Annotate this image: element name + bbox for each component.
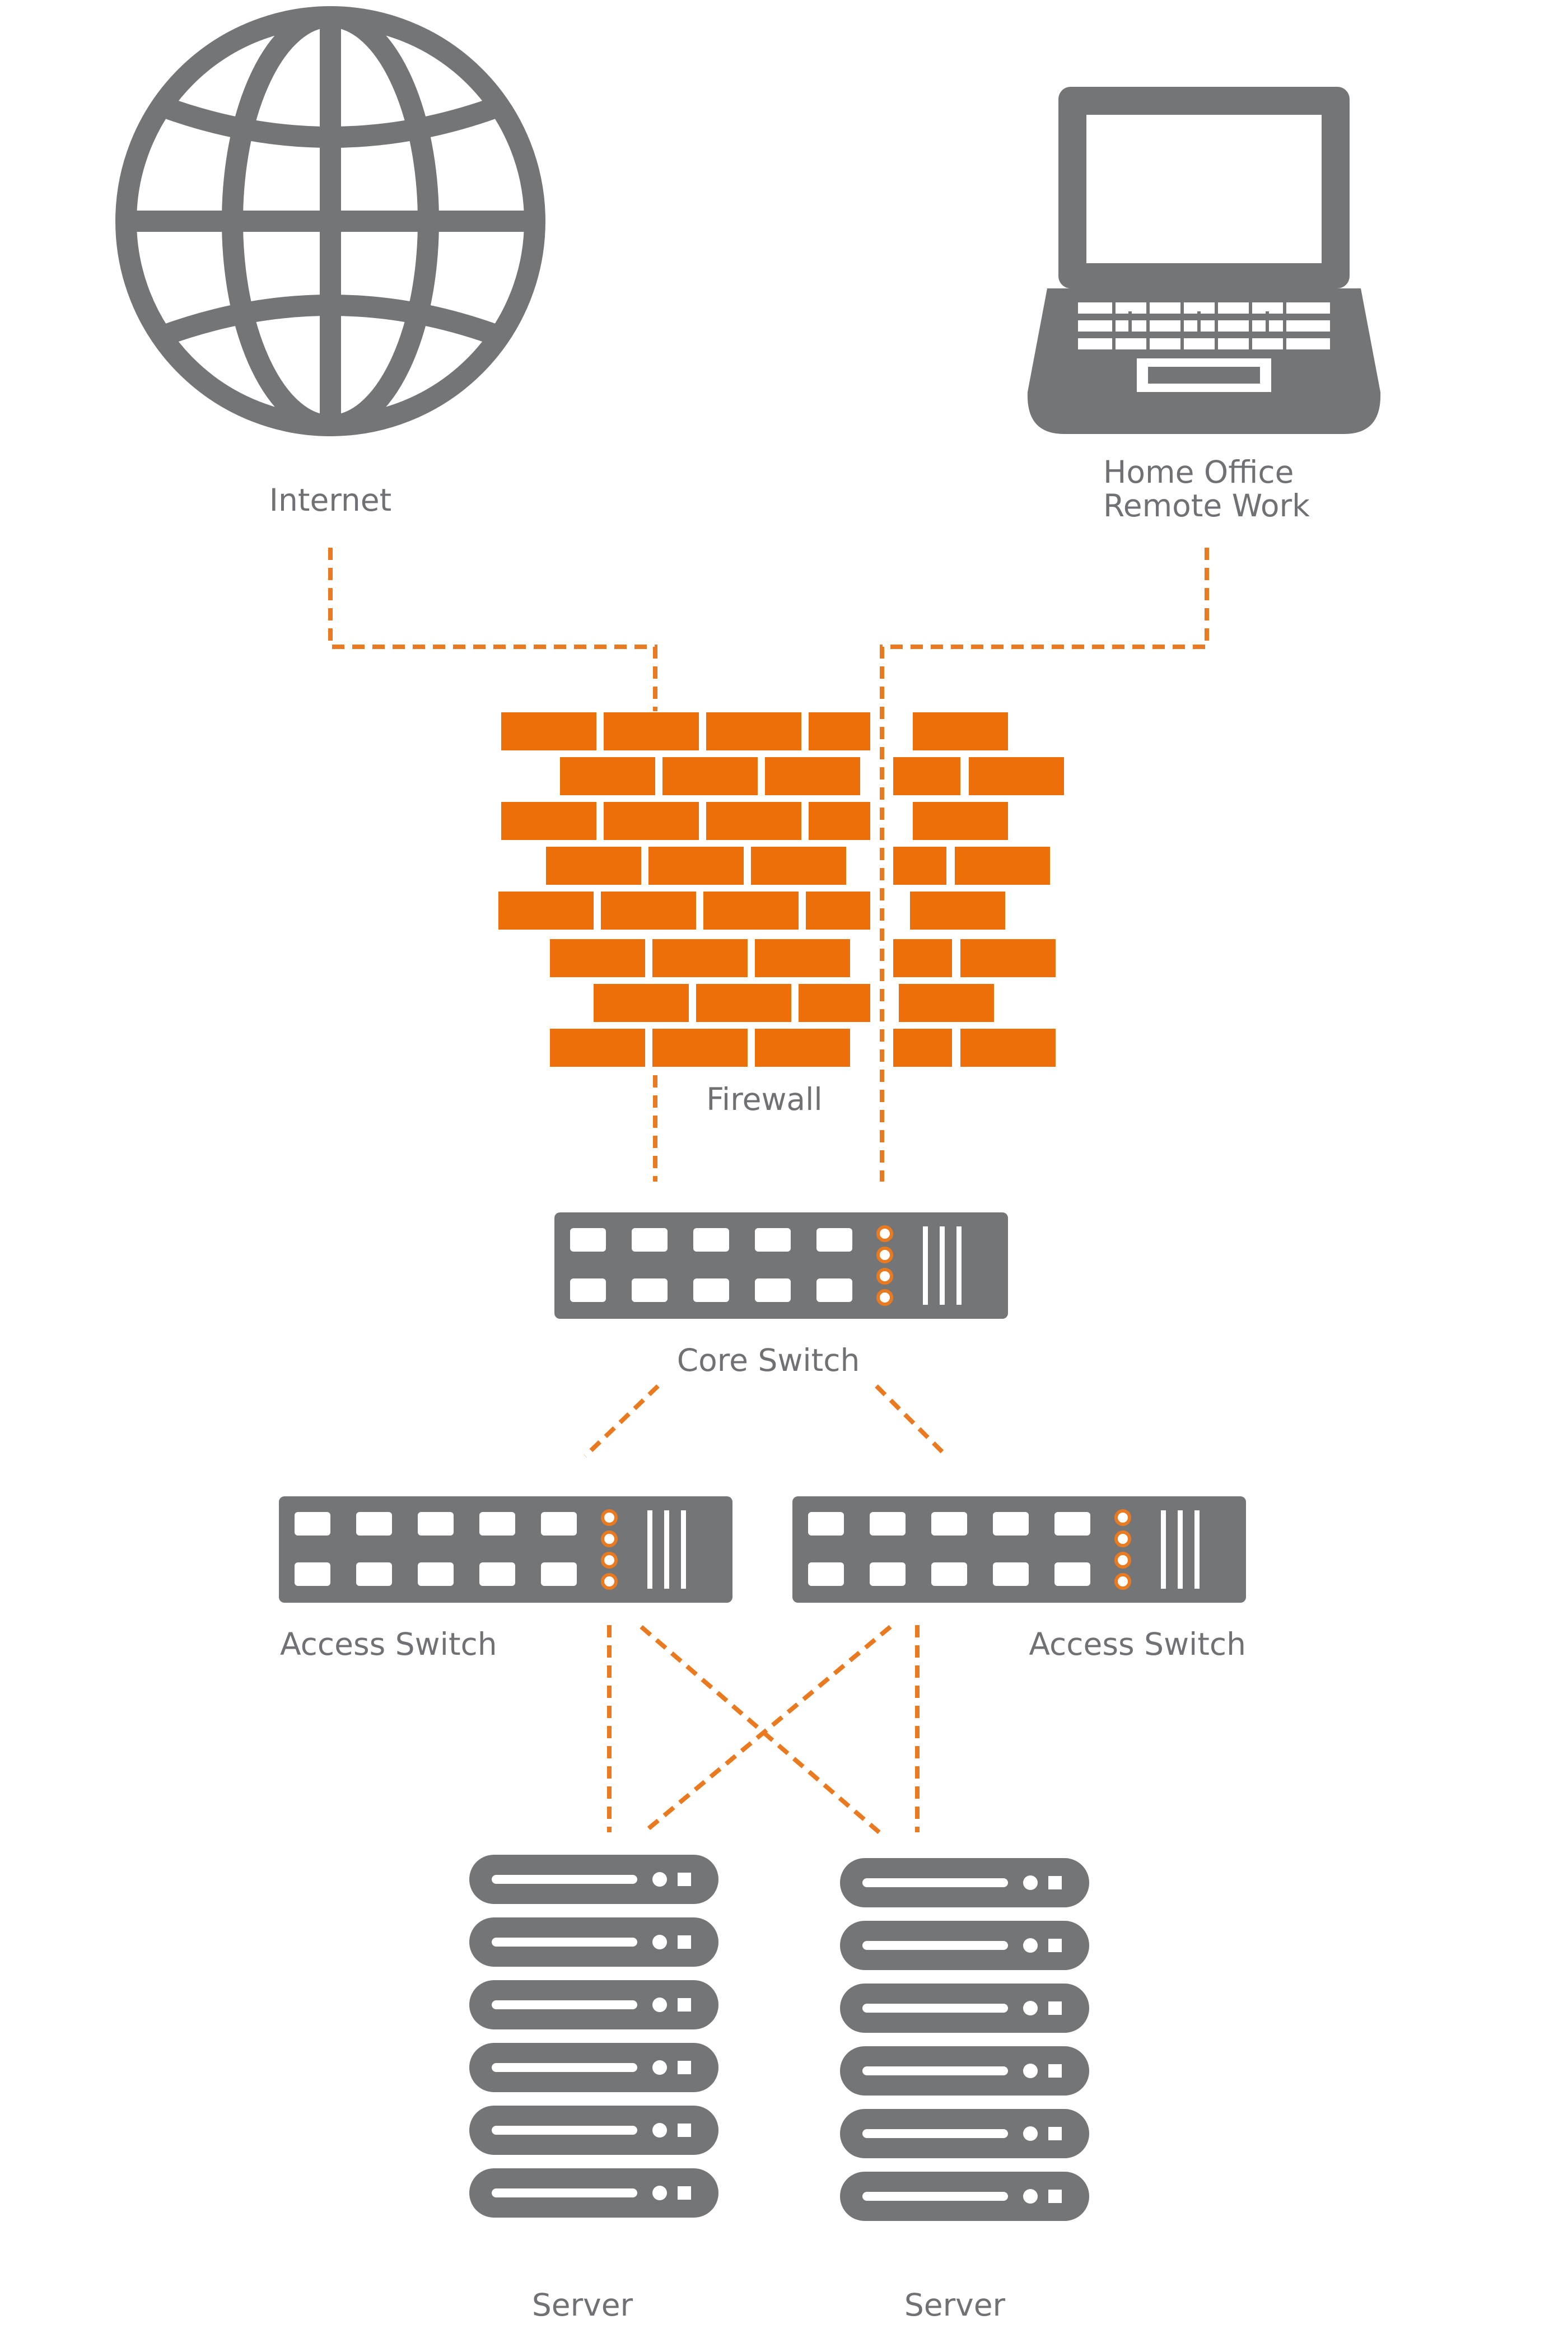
edge-accessright-serverleft (642, 1625, 892, 1835)
globe-icon (115, 6, 545, 436)
server-left-icon (469, 1855, 718, 2218)
server-left-label: Server (532, 2287, 633, 2323)
brick-wall-icon (498, 712, 1064, 1067)
server-right-icon (840, 1858, 1089, 2221)
core-switch-label: Core Switch (677, 1342, 860, 1378)
edge-internet-firewall (328, 548, 657, 711)
home-office-label-line1: Home Office (1103, 454, 1294, 490)
home-office-label-line2: Remote Work (1103, 488, 1310, 524)
edge-core-accessleft (584, 1384, 660, 1458)
access-switch-right-icon (792, 1496, 1246, 1603)
laptop-icon (1027, 87, 1381, 434)
internet-label: Internet (269, 482, 391, 518)
connectors (328, 548, 1209, 1835)
firewall-label: Firewall (706, 1081, 822, 1117)
access-switch-left-icon (279, 1496, 732, 1603)
core-switch-icon (554, 1212, 1008, 1319)
access-switch-left-label: Access Switch (280, 1626, 497, 1662)
edge-core-accessright (875, 1384, 948, 1458)
server-right-label: Server (904, 2287, 1006, 2323)
edge-homeoffice-firewall (880, 548, 1209, 1182)
edge-accessleft-serverright (640, 1625, 881, 1835)
access-switch-right-label: Access Switch (1029, 1626, 1246, 1662)
